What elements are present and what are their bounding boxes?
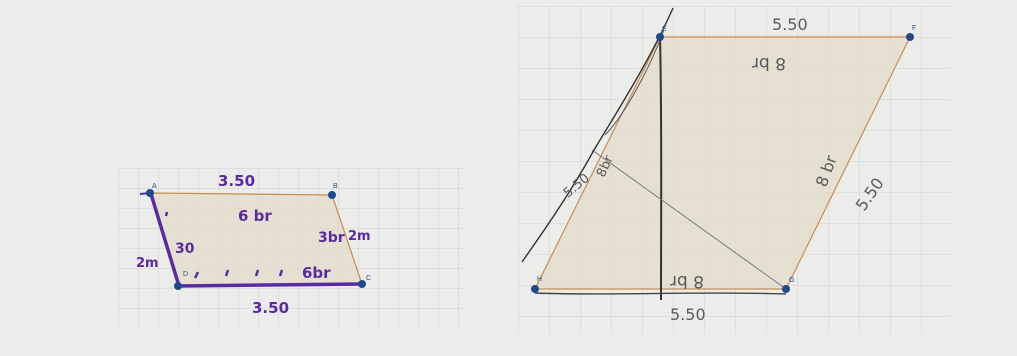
vertex-d-dot <box>174 282 182 290</box>
right-top-outer: 5.50 <box>772 15 808 34</box>
left-right-inner: 3br <box>318 230 345 246</box>
pencil-diagonal <box>591 149 787 290</box>
left-top-measure: 3.50 <box>218 172 255 190</box>
vertex-e-label: E <box>662 26 667 33</box>
left-figure: A B C D 3.50 6 br 3br 2m 2m 30 6br 3.50 <box>118 168 463 328</box>
marker-left-edge <box>149 193 181 287</box>
pencil-bottom-line <box>534 292 787 295</box>
left-top-inner: 6 br <box>238 207 272 225</box>
vertex-e-dot <box>656 33 664 41</box>
pencil-height-line <box>659 36 663 301</box>
left-left-outer: 2m <box>136 256 159 271</box>
vertex-a-label: A <box>152 183 157 190</box>
right-bottom-inner: 8 br <box>670 271 704 291</box>
left-bottom-inner: 6br <box>302 264 331 282</box>
left-bottom-measure: 3.50 <box>252 299 289 317</box>
vertex-h-label: H <box>537 276 542 283</box>
vertex-g-label: G <box>789 277 794 284</box>
vertex-b-dot <box>328 191 336 199</box>
left-right-outer: 2m <box>348 229 371 244</box>
vertex-f-dot <box>906 33 914 41</box>
right-figure: E F G H 5.50 8 br 8 br 5.50 5.50 8br 8 b… <box>518 6 950 334</box>
left-left-inner: 30 <box>175 241 195 257</box>
vertex-g-dot <box>782 285 790 293</box>
vertex-a-dot <box>146 189 154 197</box>
vertex-h-dot <box>531 285 539 293</box>
vertex-b-label: B <box>333 183 338 190</box>
right-bottom-outer: 5.50 <box>670 305 706 324</box>
pencil-left-curve-2 <box>604 29 665 136</box>
vertex-d-label: D <box>183 271 188 278</box>
vertex-c-dot <box>358 280 366 288</box>
marker-ticks <box>164 211 284 279</box>
vertex-f-label: F <box>912 25 916 32</box>
right-top-inner: 8 br <box>752 53 786 73</box>
pencil-left-curve <box>521 7 674 263</box>
marker-bottom-edge <box>178 282 364 288</box>
vertex-c-label: C <box>366 275 371 282</box>
